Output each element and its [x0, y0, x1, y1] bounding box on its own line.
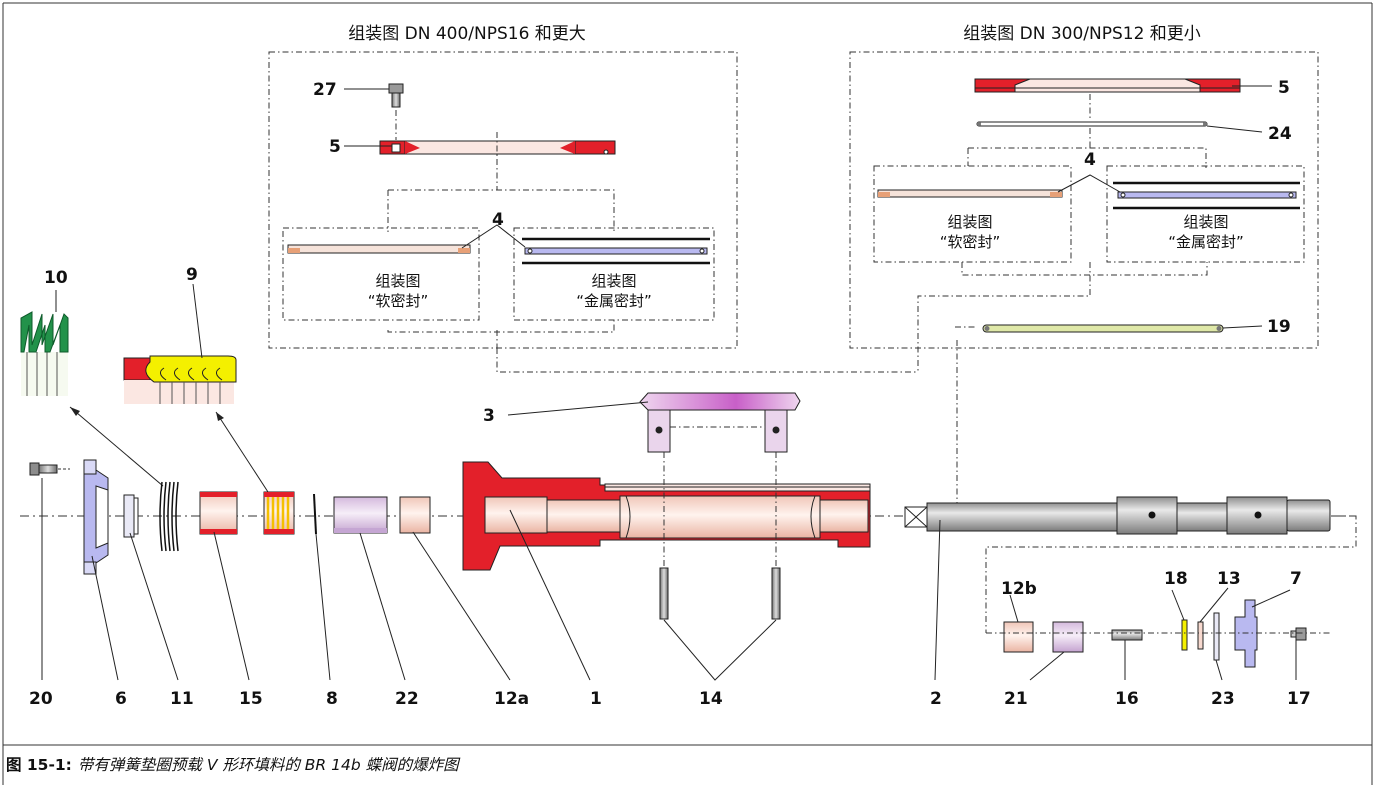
- part-13-ring: [1197, 621, 1204, 650]
- callout-3: 3: [483, 406, 495, 426]
- callout-2: 2: [930, 689, 942, 709]
- group-small-title: 组装图 DN 300/NPS12 和更小: [963, 24, 1201, 44]
- large-soft-seal-quote: “软密封”: [368, 292, 429, 310]
- part-11-gland-sleeve: [123, 494, 139, 538]
- callout-6: 6: [115, 689, 127, 709]
- part-21-bushing: [1052, 621, 1084, 653]
- callout-24: 24: [1268, 124, 1292, 144]
- part-14-taper-pins: [659, 567, 781, 620]
- part-9-v-ring-packing: [263, 491, 295, 535]
- small-metal-seal-quote: “金属密封”: [1168, 233, 1244, 251]
- part-17-screw: [1290, 627, 1307, 641]
- callout-18: 18: [1164, 569, 1188, 589]
- large-soft-seal-label: 组装图: [375, 272, 420, 290]
- part-9-v-ring-packing-detail: [123, 355, 237, 404]
- callout-14: 14: [699, 689, 723, 709]
- part-24-o-ring: [976, 121, 1208, 127]
- callout-13: 13: [1217, 569, 1241, 589]
- callout-labels: 27 5 4 5 24 4 19 10 9 3 20 6 11 15 8 22 …: [29, 78, 1311, 709]
- part-23-seal: [1213, 612, 1220, 661]
- callout-16: 16: [1115, 689, 1139, 709]
- part-12a-bushing: [399, 496, 431, 534]
- callout-21: 21: [1004, 689, 1028, 709]
- part-22-bushing: [333, 496, 388, 534]
- callout-5-small: 5: [1278, 78, 1290, 98]
- part-20-screw: [29, 462, 58, 476]
- callout-15: 15: [239, 689, 263, 709]
- large-metal-seal-label: 组装图: [591, 272, 636, 290]
- part-1-valve-body: [462, 461, 871, 571]
- part-12b-bushing: [1003, 621, 1034, 653]
- large-metal-seal-quote: “金属密封”: [576, 292, 652, 310]
- group-large-title: 组装图 DN 400/NPS16 和更大: [348, 24, 586, 44]
- callout-7: 7: [1290, 569, 1302, 589]
- part-10-spring-washers: [159, 481, 179, 552]
- callout-19: 19: [1267, 317, 1291, 337]
- callout-8: 8: [326, 689, 338, 709]
- part-6-gland-flange: [83, 459, 109, 575]
- part-18-washer: [1181, 619, 1188, 651]
- callout-4-small: 4: [1084, 150, 1096, 170]
- callout-22: 22: [395, 689, 419, 709]
- callout-4-large: 4: [492, 210, 504, 230]
- small-soft-seal-label: 组装图: [947, 213, 992, 231]
- callout-12b: 12b: [1001, 579, 1037, 599]
- callout-9: 9: [186, 265, 198, 285]
- callout-10: 10: [44, 268, 68, 288]
- callout-5-large: 5: [329, 137, 341, 157]
- callout-12a: 12a: [494, 689, 529, 709]
- callout-23: 23: [1211, 689, 1235, 709]
- part-27-screw: [388, 83, 404, 108]
- assembly-group-large: 组装图 DN 400/NPS16 和更大 组装图 “软密封”: [268, 24, 738, 349]
- figure-caption: 图 15-1: 带有弹簧垫圈预载 V 形环填料的 BR 14b 蝶阀的爆炸图: [6, 753, 459, 775]
- part-15-spacer: [199, 491, 238, 535]
- small-soft-seal-quote: “软密封”: [940, 233, 1001, 251]
- small-metal-seal-label: 组装图: [1183, 213, 1228, 231]
- callout-17: 17: [1287, 689, 1311, 709]
- callout-11: 11: [170, 689, 194, 709]
- figure-caption-label: 图 15-1:: [6, 756, 72, 774]
- callout-20: 20: [29, 689, 53, 709]
- callout-1: 1: [590, 689, 602, 709]
- part-5-retaining-ring-small: [974, 78, 1241, 93]
- part-8-ring: [313, 493, 317, 535]
- leader-lines: [41, 478, 1297, 681]
- part-19-support-ring: [982, 324, 1224, 333]
- part-10-spring-washers-detail: [20, 311, 69, 396]
- part-16-pin: [1111, 629, 1143, 641]
- part-2-shaft: [904, 496, 1331, 535]
- figure-caption-text: 带有弹簧垫圈预载 V 形环填料的 BR 14b 蝶阀的爆炸图: [77, 756, 459, 774]
- part-3-disc: [639, 392, 801, 453]
- assembly-group-small: 组装图 DN 300/NPS12 和更小 组装图 “软密封”: [849, 24, 1319, 520]
- callout-27: 27: [313, 80, 337, 100]
